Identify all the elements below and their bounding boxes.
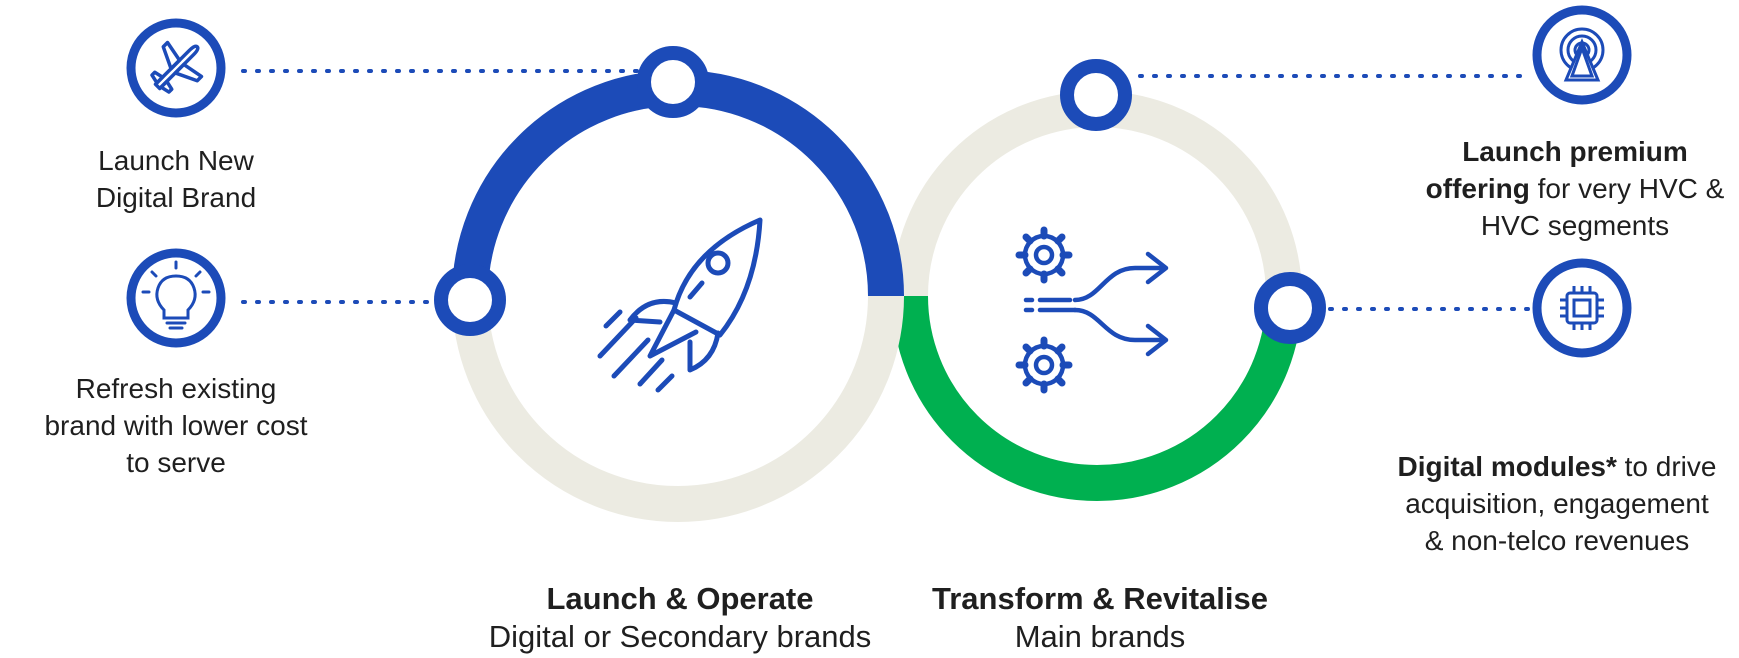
caption-launch-operate: Launch & Operate Digital or Secondary br…: [480, 580, 880, 656]
node-top-left: [637, 46, 709, 118]
gears-arrows-icon: [1015, 226, 1169, 394]
label-line: Launch premium: [1390, 133, 1739, 170]
label-text: to drive: [1616, 451, 1717, 482]
label-line: Digital modules* to drive: [1372, 448, 1739, 485]
label-launch-premium-offering: Launch premium offering for very HVC & H…: [1390, 133, 1739, 244]
label-bold: Digital modules*: [1397, 451, 1617, 482]
node-top-right: [1060, 59, 1132, 131]
lightbulb-icon: [126, 248, 226, 348]
label-text: for very HVC &: [1529, 173, 1725, 204]
broadcast-tower-icon: [1532, 5, 1632, 105]
caption-subtitle: Digital or Secondary brands: [488, 619, 872, 654]
airplane-icon: [126, 18, 226, 118]
label-bold: offering: [1425, 173, 1530, 204]
label-line: Launch New: [98, 145, 254, 176]
label-line: acquisition, engagement: [1405, 488, 1709, 519]
label-line: brand with lower cost: [44, 410, 308, 441]
label-line: offering for very HVC &: [1390, 170, 1739, 207]
caption-transform-revitalise: Transform & Revitalise Main brands: [900, 580, 1300, 656]
label-digital-modules: Digital modules* to drive acquisition, e…: [1372, 448, 1739, 559]
caption-title: Transform & Revitalise: [932, 581, 1268, 616]
label-launch-new-digital-brand: Launch New Digital Brand: [56, 142, 296, 216]
label-line: Digital Brand: [95, 182, 257, 213]
label-line: & non-telco revenues: [1424, 525, 1690, 556]
node-mid-left: [434, 264, 506, 336]
right-ring-progress: [892, 295, 1302, 501]
label-line: to serve: [126, 447, 226, 478]
left-ring-progress: [452, 70, 904, 297]
label-line: HVC segments: [1480, 210, 1670, 241]
caption-title: Launch & Operate: [546, 581, 814, 616]
rocket-icon: [597, 217, 763, 393]
chip-icon: [1532, 258, 1632, 358]
label-line: Refresh existing: [75, 373, 277, 404]
node-mid-right: [1254, 272, 1326, 344]
caption-subtitle: Main brands: [1014, 619, 1186, 654]
label-refresh-existing-brand: Refresh existing brand with lower cost t…: [6, 370, 346, 481]
label-bold: Launch premium: [1462, 136, 1688, 167]
